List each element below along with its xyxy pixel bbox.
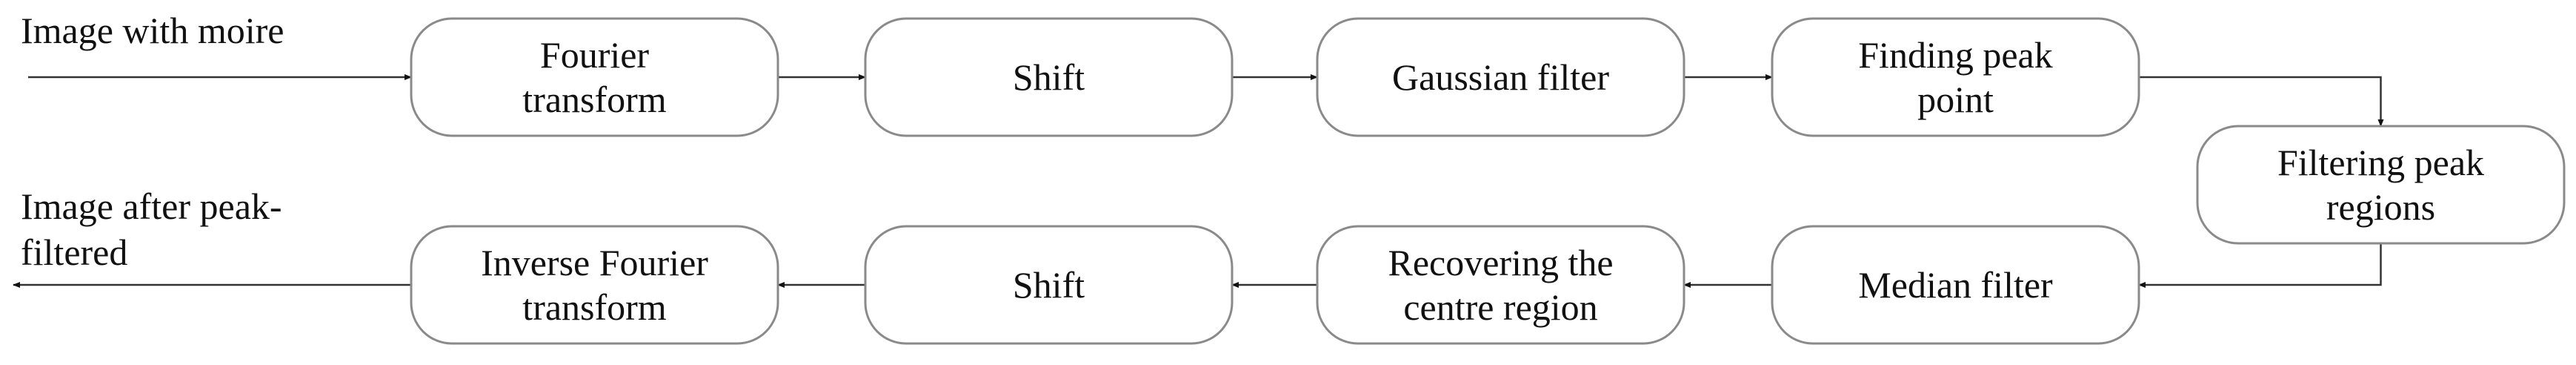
node-label-recovering-centre-region: centre region <box>1403 286 1597 328</box>
node-box-shift-1 <box>864 17 1234 137</box>
node-shift-1: Shift <box>864 17 1234 137</box>
output-label: Image after peak-filtered <box>21 185 282 273</box>
node-label-filtering-peak-regions: Filtering peak <box>2277 142 2484 183</box>
node-label-inverse-fourier-transform: Inverse Fourier <box>481 242 708 283</box>
node-median-filter: Median filter <box>1771 225 2140 345</box>
node-label-shift-2: Shift <box>1013 264 1085 306</box>
node-gaussian-filter: Gaussian filter <box>1316 17 1685 137</box>
edge-finding-peak-point-to-filtering-peak-regions <box>2139 76 2384 127</box>
node-label-finding-peak-point: point <box>1917 79 1994 120</box>
node-box-median-filter <box>1771 225 2140 345</box>
node-box-finding-peak-point <box>1771 17 2140 137</box>
node-label-fourier-transform: transform <box>522 79 666 120</box>
node-box-inverse-fourier-transform <box>410 225 779 345</box>
node-box-gaussian-filter <box>1316 17 1685 137</box>
node-label-inverse-fourier-transform: transform <box>522 286 666 328</box>
node-label-recovering-centre-region: Recovering the <box>1388 242 1613 283</box>
node-shift-2: Shift <box>864 225 1234 345</box>
node-box-filtering-peak-regions <box>2196 125 2566 245</box>
node-label-gaussian-filter: Gaussian filter <box>1392 56 1609 98</box>
node-label-filtering-peak-regions: regions <box>2326 186 2435 228</box>
node-label-finding-peak-point: Finding peak <box>1858 34 2052 76</box>
node-label-median-filter: Median filter <box>1858 264 2053 306</box>
node-box-recovering-centre-region <box>1316 225 1685 345</box>
edges-layer <box>13 74 2384 288</box>
node-box-shift-2 <box>864 225 1234 345</box>
node-label-fourier-transform: Fourier <box>540 34 650 76</box>
edge-filtering-peak-regions-to-median-filter <box>2138 243 2382 288</box>
node-box-fourier-transform <box>410 17 779 137</box>
node-label-shift-1: Shift <box>1013 56 1085 98</box>
input-label: Image with moire <box>21 10 284 51</box>
